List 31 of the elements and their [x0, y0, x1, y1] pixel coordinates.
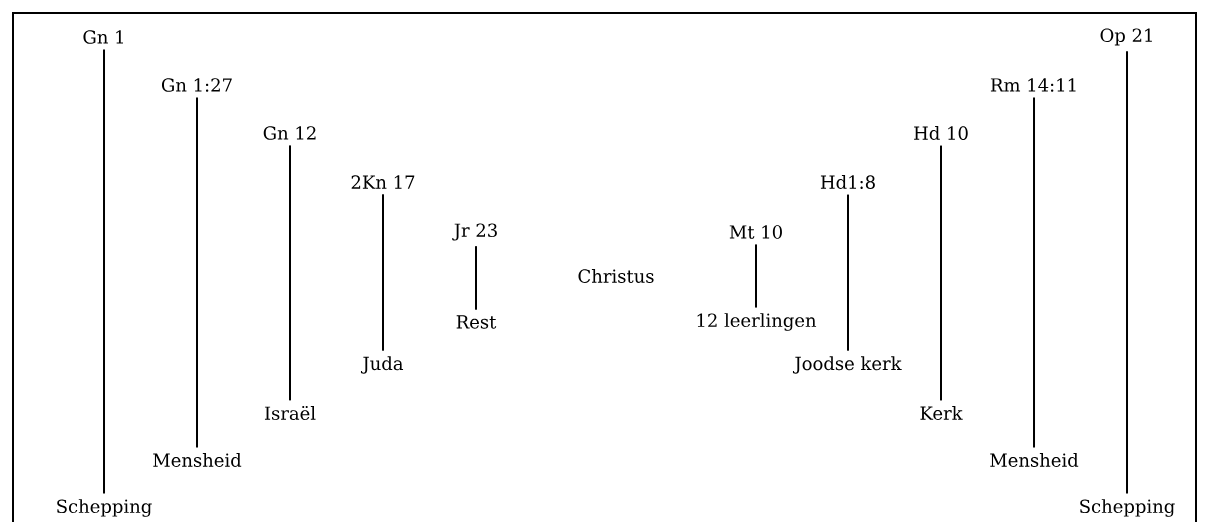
verse-label: Kerk — [920, 406, 963, 420]
verse-label: Gn 12 — [263, 126, 316, 140]
verse-label: Op 21 — [1100, 28, 1152, 46]
verse-label: Israël — [264, 405, 316, 420]
verse-label: Schepping — [1080, 499, 1175, 517]
verse-label: Mensheid — [153, 453, 242, 467]
verse-label: Juda — [360, 356, 404, 374]
verse-label: 12 leerlingen — [697, 313, 817, 331]
verse-label: Rm 14:11 — [990, 78, 1076, 92]
vertical-line — [755, 243, 757, 309]
verse-label: Schepping — [57, 499, 152, 517]
vertical-line — [1126, 50, 1128, 495]
vertical-line — [475, 245, 477, 311]
verse-label: Gn 1:27 — [161, 78, 232, 92]
vertical-line — [289, 144, 291, 402]
verse-label: Jr 23 — [452, 223, 497, 241]
verse-label: Joodse kerk — [792, 356, 902, 374]
vertical-line — [196, 96, 198, 449]
vertical-line — [1033, 96, 1035, 449]
vertical-line — [382, 193, 384, 352]
verse-label: Hd1:8 — [820, 175, 875, 189]
verse-label: Mensheid — [990, 453, 1079, 467]
vertical-line — [940, 144, 942, 402]
center-label: Christus — [578, 269, 654, 283]
verse-label: Gn 1 — [83, 30, 123, 44]
verse-label: 2Kn 17 — [351, 175, 415, 189]
verse-label: Hd 10 — [914, 126, 968, 140]
verse-label: Mt 10 — [729, 225, 782, 239]
vertical-line — [103, 48, 105, 495]
verse-label: Rest — [456, 315, 497, 329]
vertical-line — [847, 193, 849, 352]
